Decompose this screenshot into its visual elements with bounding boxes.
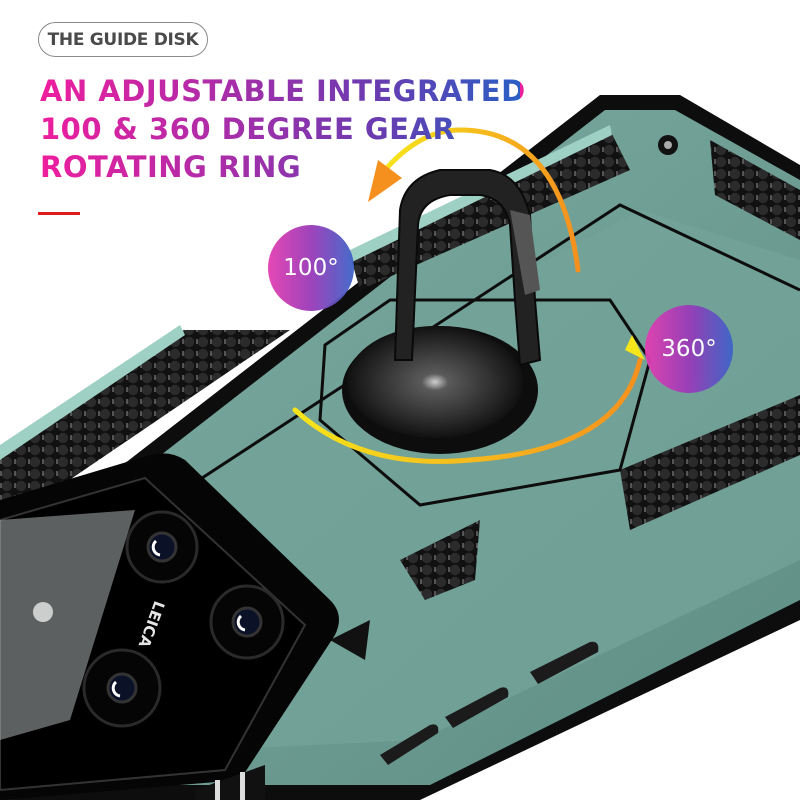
headline-line-3: ROTATING RING <box>40 148 526 186</box>
headline-line-2: 100 & 360 DEGREE GEAR <box>40 110 526 148</box>
ring-holder <box>342 169 542 454</box>
headline-line-1: AN ADJUSTABLE INTEGRATED <box>40 74 526 108</box>
badge-360-degree: 360° <box>645 305 733 393</box>
camera-module: LEICA <box>0 453 339 800</box>
rotate-arrow-360 <box>292 357 643 464</box>
badge-100-degree: 100° <box>268 225 354 311</box>
accent-divider <box>38 212 80 215</box>
guide-disk-tag: THE GUIDE DISK <box>38 22 208 57</box>
headline: AN ADJUSTABLE INTEGRATED 100 & 360 DEGRE… <box>40 72 526 186</box>
lens <box>82 648 162 728</box>
lens <box>209 584 285 660</box>
lens <box>125 510 199 584</box>
rotate-arrow-100 <box>382 127 581 273</box>
side-buttons <box>195 641 599 800</box>
